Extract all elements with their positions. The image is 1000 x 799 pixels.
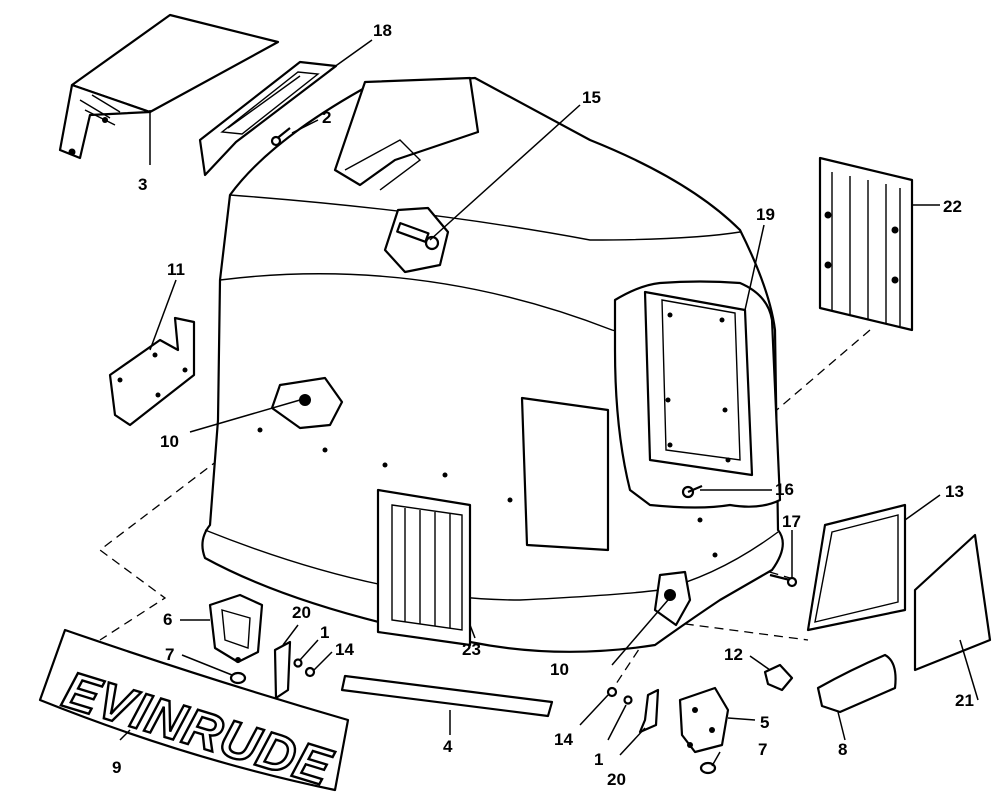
callout-17: 17 <box>782 512 801 531</box>
callout-3: 3 <box>138 175 147 194</box>
callout-12: 12 <box>724 645 743 664</box>
bumper-8 <box>816 653 897 714</box>
callout-19: 19 <box>756 205 775 224</box>
callout-16: 16 <box>775 480 794 499</box>
screw-14-right <box>606 686 618 698</box>
bracket-20-right <box>638 688 660 734</box>
washer-1-right <box>623 695 633 705</box>
callout-14-left: 14 <box>335 640 354 659</box>
callout-6: 6 <box>163 610 172 629</box>
callout-20-left: 20 <box>292 603 311 622</box>
nameplate-9: EVINRUDE <box>38 628 350 799</box>
latch-5 <box>678 686 730 754</box>
callout-21: 21 <box>955 691 974 710</box>
callout-10-left: 10 <box>160 432 179 451</box>
screw-14-left <box>304 666 316 678</box>
front-grille-23 <box>376 488 472 647</box>
grommet-plate-right <box>653 570 692 627</box>
callout-20-right: 20 <box>607 770 626 789</box>
cap-7-left <box>229 671 247 685</box>
callout-14-right: 14 <box>554 730 573 749</box>
side-cutaway-panel <box>613 280 782 509</box>
side-louvre-22 <box>818 156 914 332</box>
intake-vent <box>198 60 338 177</box>
callout-1-right: 1 <box>594 750 603 769</box>
callout-numbers: 18 2 3 15 11 10 19 22 16 17 13 21 12 8 5… <box>112 21 974 789</box>
washer-1-left <box>293 658 303 668</box>
hex-plate-bolt <box>383 206 450 274</box>
callout-11: 11 <box>167 260 185 279</box>
callout-4: 4 <box>443 737 453 756</box>
gasket-frame-13 <box>806 503 907 632</box>
callout-23: 23 <box>462 640 481 659</box>
decal-plate-21 <box>913 533 992 672</box>
bracket-11 <box>108 316 196 427</box>
callout-13: 13 <box>945 482 964 501</box>
callout-5: 5 <box>760 713 769 732</box>
callout-2: 2 <box>322 108 331 127</box>
trim-strip-4 <box>340 674 554 718</box>
callout-7-right: 7 <box>758 740 767 759</box>
callout-7-left: 7 <box>165 645 174 664</box>
callout-18: 18 <box>373 21 392 40</box>
callout-8: 8 <box>838 740 847 759</box>
latch-6 <box>208 593 264 664</box>
top-vent-cap <box>58 13 280 160</box>
callout-1-left: 1 <box>320 623 329 642</box>
callout-15: 15 <box>582 88 601 107</box>
callout-10-right: 10 <box>550 660 569 679</box>
bolt-16 <box>681 484 703 499</box>
grommet-plate-left <box>270 376 344 430</box>
callout-22: 22 <box>943 197 962 216</box>
callout-9: 9 <box>112 758 121 777</box>
callout-leaders <box>119 39 979 767</box>
fitting-12 <box>763 663 794 692</box>
screw-2 <box>270 127 291 147</box>
bracket-20-left <box>273 640 292 700</box>
